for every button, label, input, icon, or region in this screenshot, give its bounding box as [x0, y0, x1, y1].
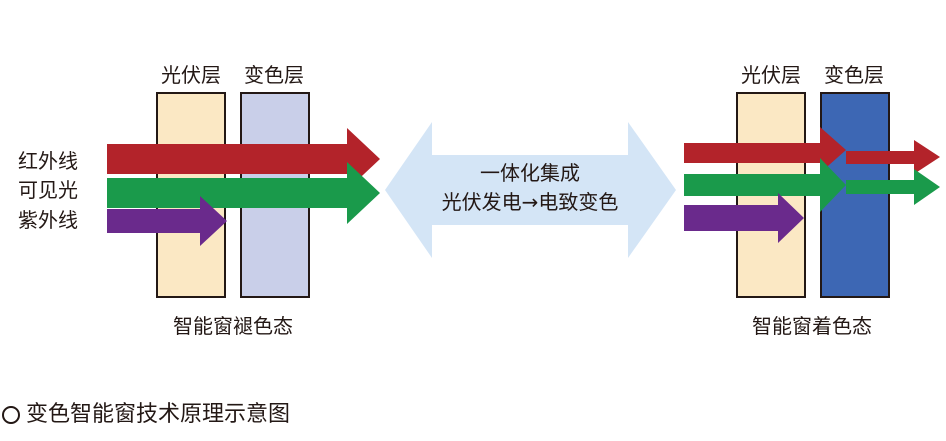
- right-infrared-arrow: [684, 127, 846, 173]
- center-double-arrow: 一体化集成 光伏发电→电致变色: [385, 122, 676, 258]
- figure-caption: 变色智能窗技术原理示意图: [2, 396, 290, 428]
- ultraviolet-label: 紫外线: [18, 208, 78, 232]
- infrared-label: 红外线: [18, 149, 78, 173]
- conversion-text: 光伏发电→电致变色: [442, 190, 619, 214]
- caption-text: 变色智能窗技术原理示意图: [26, 402, 291, 427]
- double-arrow-shape: [385, 122, 676, 258]
- right-infrared-transmitted-arrow: [846, 140, 940, 174]
- right-ultraviolet-arrow: [684, 193, 804, 243]
- right-visible-arrow: [684, 158, 846, 212]
- left-ec-layer-label: 变色层: [244, 63, 304, 87]
- visible-light-label: 可见光: [18, 178, 78, 202]
- left-panel: 光伏层 变色层 红外线 可见光 紫外线 智能窗褪色态: [18, 63, 380, 338]
- right-pv-layer-label: 光伏层: [741, 63, 801, 87]
- circle-icon: [2, 406, 20, 424]
- right-ec-layer-label: 变色层: [824, 63, 884, 87]
- right-visible-transmitted-arrow: [846, 169, 940, 205]
- integration-text: 一体化集成: [480, 161, 580, 185]
- right-state-label: 智能窗着色态: [752, 314, 872, 338]
- left-pv-layer-label: 光伏层: [161, 63, 221, 87]
- left-state-label: 智能窗褪色态: [173, 314, 293, 338]
- left-infrared-arrow: [107, 128, 380, 190]
- left-ultraviolet-arrow: [107, 196, 227, 246]
- right-panel: 光伏层 变色层 智能窗着色态: [684, 63, 940, 338]
- left-visible-arrow: [107, 162, 380, 224]
